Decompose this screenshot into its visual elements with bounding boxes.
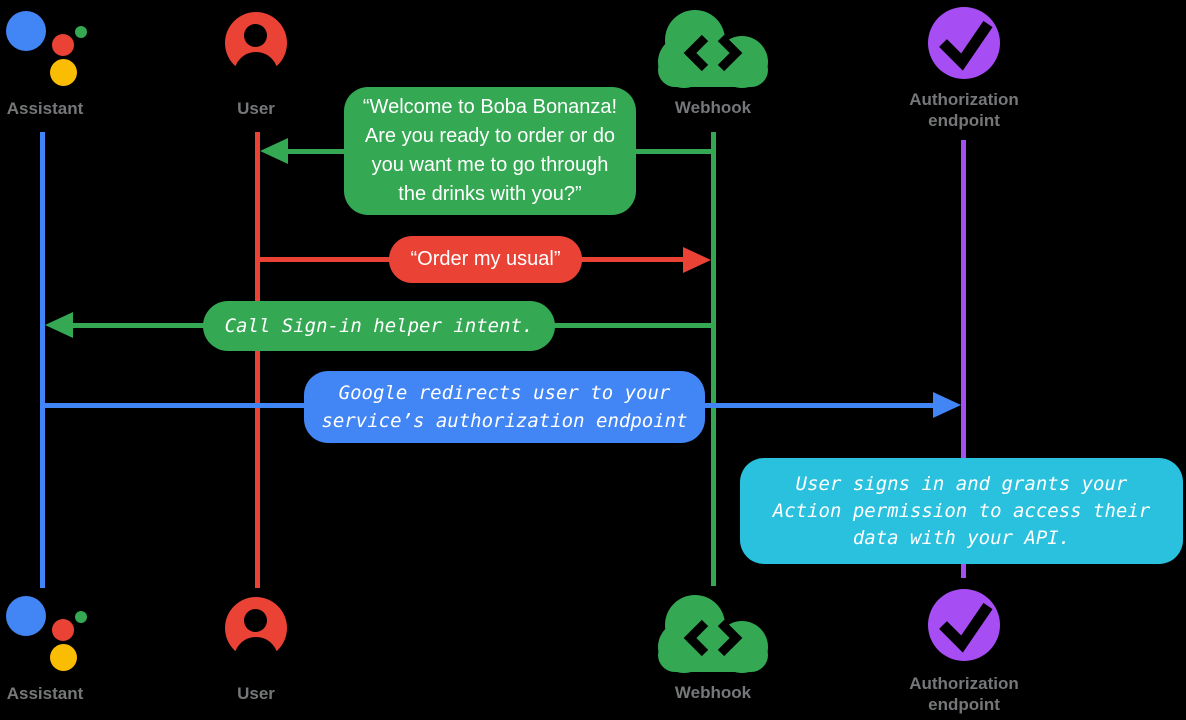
user-label-top: User [237, 99, 275, 118]
assistant-logo-yellow-circle [50, 59, 77, 86]
message-grants-line: User signs in and grants your [795, 472, 1128, 495]
message-welcome-line: you want me to go through [371, 154, 609, 176]
arrow-welcome-head [260, 138, 288, 164]
assistant-label-bottom: Assistant [6, 684, 84, 703]
user-avatar-shoulders [234, 52, 278, 74]
assistant-logo-blue-circle [6, 596, 46, 636]
user-label-bottom: User [237, 684, 275, 703]
user-avatar-shoulders [234, 637, 278, 659]
code-brackets-icon [683, 34, 743, 72]
assistant-logo-yellow-circle [50, 644, 77, 671]
message-order-text: “Order my usual” [410, 248, 561, 270]
assistant-logo-red-circle [52, 619, 74, 641]
arrow-redirect-head [933, 392, 961, 418]
message-grants: User signs in and grants your Action per… [740, 458, 1183, 564]
assistant-logo-green-dot [75, 611, 87, 623]
assistant-lifeline [40, 132, 45, 588]
message-welcome-line: Are you ready to order or do [364, 125, 616, 147]
webhook-cloud-base [658, 53, 768, 87]
assistant-logo-red-circle [52, 34, 74, 56]
user-avatar-head [244, 24, 267, 47]
webhook-label-top: Webhook [674, 98, 752, 117]
user-lifeline [255, 132, 260, 588]
auth-label-top: Authorization endpoint [909, 90, 1019, 130]
message-welcome: “Welcome to Boba Bonanza! Are you ready … [344, 87, 636, 215]
assistant-label-top: Assistant [6, 99, 84, 118]
user-avatar-head [244, 609, 267, 632]
arrow-order-head [683, 247, 711, 273]
message-grants-line: data with your API. [852, 526, 1071, 549]
webhook-lifeline [711, 132, 716, 586]
webhook-label-bottom: Webhook [674, 683, 752, 702]
message-welcome-line: “Welcome to Boba Bonanza! [362, 96, 618, 118]
auth-label-bottom: Authorization endpoint [909, 674, 1019, 714]
code-brackets-icon [683, 619, 743, 657]
webhook-cloud-base [658, 638, 768, 672]
message-signin: Call Sign-in helper intent. [203, 301, 555, 351]
checkmark-icon [939, 20, 993, 71]
message-redirect-line: Google redirects user to your [338, 382, 671, 404]
arrow-signin-head [45, 312, 73, 338]
checkmark-icon [939, 602, 993, 653]
assistant-logo-green-dot [75, 26, 87, 38]
message-grants-line: Action permission to access their [772, 499, 1151, 522]
auth-lifeline [961, 140, 966, 578]
message-redirect: Google redirects user to your service’s … [304, 371, 705, 443]
message-order: “Order my usual” [389, 236, 582, 283]
assistant-logo-blue-circle [6, 11, 46, 51]
message-redirect-line: service’s authorization endpoint [321, 410, 688, 432]
message-signin-text: Call Sign-in helper intent. [224, 315, 534, 337]
message-welcome-line: the drinks with you?” [398, 183, 582, 205]
